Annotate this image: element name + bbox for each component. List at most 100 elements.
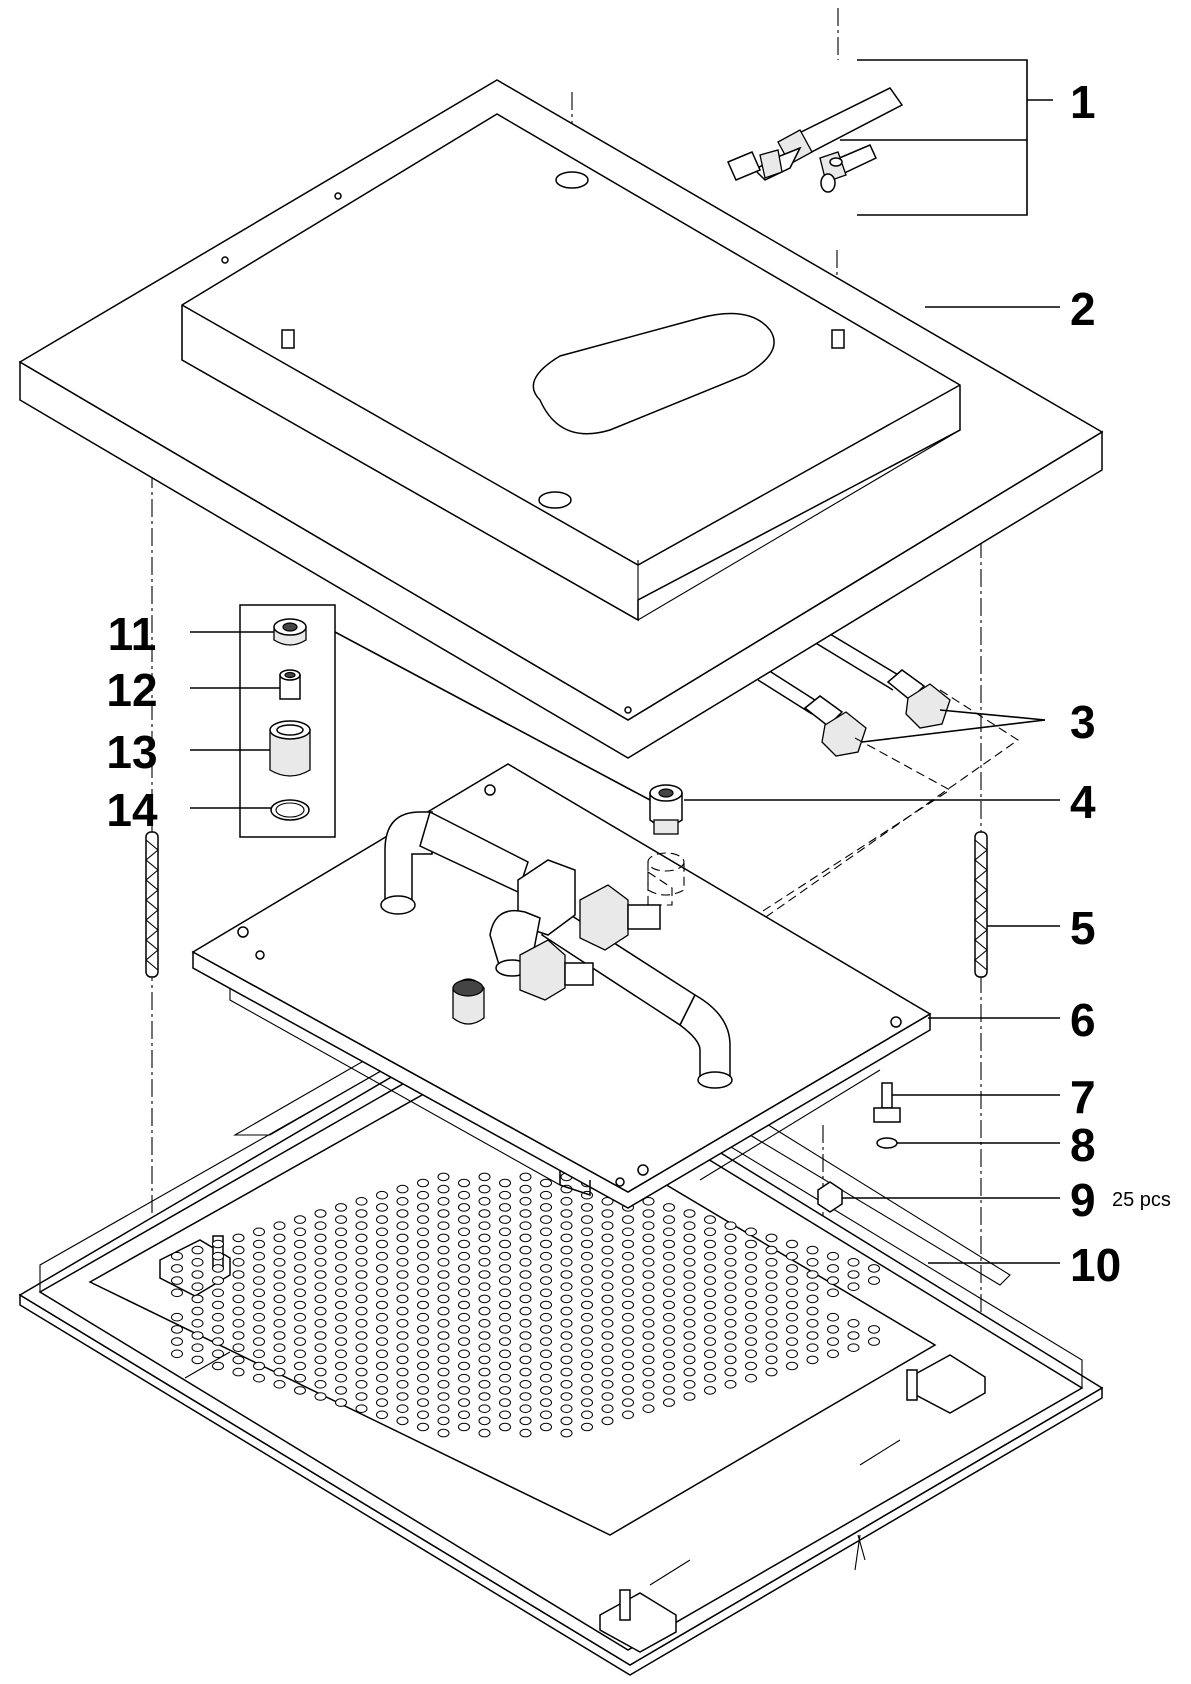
- perforation-hole: [724, 1319, 737, 1328]
- perforation-hole: [273, 1245, 286, 1255]
- perforation-hole: [335, 1239, 347, 1249]
- perforation-hole: [786, 1251, 798, 1261]
- perforation-hole: [622, 1227, 634, 1237]
- perforation-hole: [396, 1367, 409, 1377]
- perforation-hole: [622, 1276, 634, 1285]
- perforation-hole: [745, 1288, 757, 1298]
- perforation-hole: [663, 1325, 675, 1334]
- perforation-hole: [560, 1294, 573, 1304]
- perforation-hole: [417, 1203, 429, 1212]
- perforation-hole: [396, 1392, 409, 1401]
- perforation-hole: [622, 1373, 634, 1383]
- perforation-hole: [478, 1294, 491, 1304]
- perforation-hole: [478, 1404, 491, 1413]
- perforation-hole: [294, 1349, 306, 1359]
- perforation-hole: [540, 1215, 552, 1224]
- perforation-hole: [560, 1258, 573, 1267]
- perforation-hole: [458, 1386, 470, 1395]
- perforation-hole: [540, 1288, 552, 1298]
- perforation-hole: [704, 1361, 716, 1371]
- perforation-hole: [601, 1367, 614, 1377]
- perforation-hole: [212, 1337, 224, 1346]
- perforation-hole: [437, 1209, 450, 1218]
- perforation-hole: [806, 1258, 819, 1267]
- perforation-hole: [314, 1221, 327, 1230]
- perforation-hole: [786, 1264, 798, 1273]
- perforation-hole: [540, 1386, 552, 1395]
- perforation-hole: [519, 1197, 532, 1206]
- perforation-hole: [355, 1380, 368, 1389]
- perforation-hole: [519, 1306, 532, 1316]
- perforation-hole: [499, 1251, 511, 1261]
- perforation-hole: [642, 1380, 655, 1389]
- perforation-hole: [458, 1349, 470, 1359]
- perforation-hole: [376, 1349, 388, 1359]
- perforation-hole: [724, 1343, 737, 1352]
- perforation-hole: [622, 1398, 634, 1407]
- perforation-hole: [642, 1367, 655, 1377]
- perforation-hole: [294, 1312, 306, 1322]
- perforation-hole: [396, 1245, 409, 1255]
- perforation-hole: [745, 1276, 757, 1285]
- perforation-hole: [765, 1367, 778, 1377]
- perforation-hole: [704, 1215, 716, 1224]
- perforation-hole: [253, 1337, 265, 1346]
- perforation-hole: [806, 1343, 819, 1352]
- perforation-hole: [540, 1373, 552, 1383]
- perforation-hole: [191, 1270, 204, 1279]
- perforation-hole: [314, 1343, 327, 1352]
- perforation-hole: [601, 1416, 614, 1426]
- perforation-hole: [253, 1312, 265, 1322]
- perforation-hole: [212, 1300, 224, 1310]
- perforation-hole: [601, 1319, 614, 1328]
- perforation-hole: [519, 1392, 532, 1401]
- perforation-hole: [642, 1209, 655, 1218]
- perforation-hole: [478, 1245, 491, 1255]
- perforation-hole: [847, 1331, 860, 1340]
- perforation-hole: [253, 1373, 265, 1383]
- perforation-hole: [458, 1190, 470, 1200]
- perforation-hole: [540, 1398, 552, 1407]
- perforation-hole: [601, 1343, 614, 1352]
- perforation-hole: [437, 1355, 450, 1365]
- perforation-hole: [519, 1404, 532, 1413]
- perforation-hole: [499, 1288, 511, 1298]
- perforation-hole: [560, 1197, 573, 1206]
- perforation-hole: [376, 1325, 388, 1334]
- perforation-hole: [437, 1392, 450, 1401]
- perforation-hole: [253, 1325, 265, 1334]
- perforation-hole: [314, 1319, 327, 1328]
- perforation-hole: [540, 1190, 552, 1200]
- perforation-hole: [827, 1349, 839, 1359]
- perforation-hole: [642, 1355, 655, 1365]
- perforation-hole: [581, 1276, 593, 1285]
- perforation-hole: [376, 1288, 388, 1298]
- perforation-hole: [581, 1386, 593, 1395]
- perforation-hole: [519, 1331, 532, 1340]
- perforation-hole: [724, 1306, 737, 1316]
- parts-7-8-9-fasteners: [817, 1082, 901, 1213]
- perforation-hole: [478, 1270, 491, 1279]
- perforation-hole: [519, 1367, 532, 1377]
- perforation-hole: [212, 1349, 224, 1359]
- perforation-hole: [458, 1276, 470, 1285]
- perforation-hole: [458, 1325, 470, 1334]
- perforation-hole: [704, 1264, 716, 1273]
- perforation-hole: [560, 1270, 573, 1279]
- perforation-hole: [417, 1373, 429, 1383]
- perforation-hole: [314, 1294, 327, 1304]
- perforation-hole: [601, 1270, 614, 1279]
- perforation-hole: [355, 1367, 368, 1377]
- perforation-hole: [581, 1422, 593, 1432]
- perforation-hole: [437, 1380, 450, 1389]
- perforation-hole: [765, 1319, 778, 1328]
- perforation-hole: [458, 1227, 470, 1237]
- perforation-hole: [191, 1331, 204, 1340]
- perforation-hole: [601, 1221, 614, 1230]
- perforation-hole: [376, 1239, 388, 1249]
- perforation-hole: [642, 1282, 655, 1291]
- perforation-hole: [355, 1343, 368, 1352]
- inset-box-parts-11-14: [239, 604, 651, 838]
- perforation-hole: [437, 1172, 450, 1182]
- perforation-hole: [376, 1361, 388, 1371]
